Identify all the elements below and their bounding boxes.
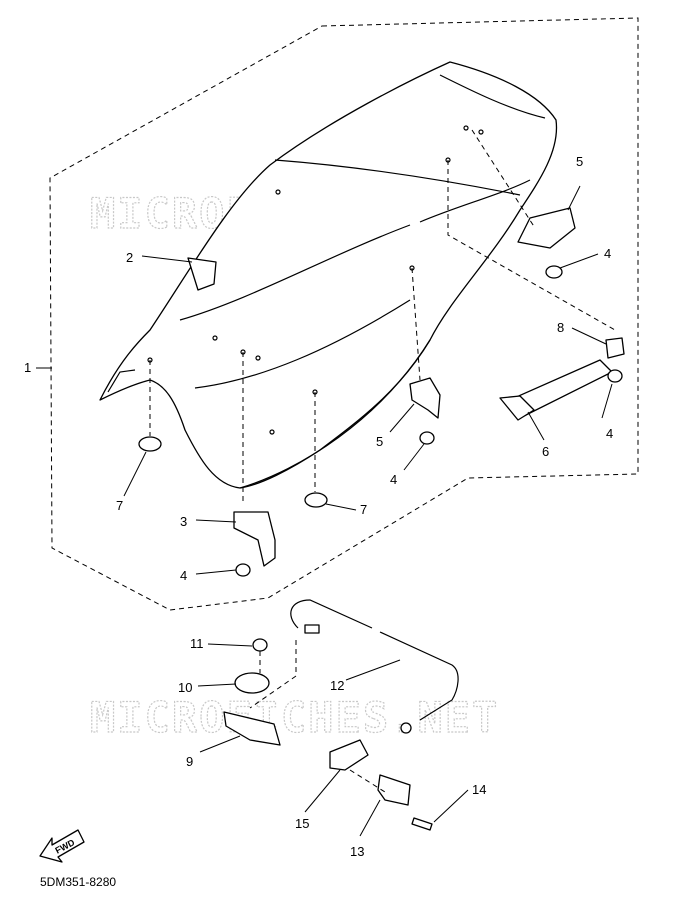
callout-6: 6	[542, 444, 549, 459]
callout-10: 10	[178, 680, 192, 695]
callout-4: 4	[606, 426, 613, 441]
part-14-bolt	[411, 817, 433, 831]
callout-4: 4	[604, 246, 611, 261]
part-5-bracket-rear	[517, 207, 576, 249]
assembly-boundary	[49, 17, 639, 611]
callout-3: 3	[180, 514, 187, 529]
leader-lines	[36, 185, 613, 837]
part-3-bracket	[233, 511, 276, 567]
callout-7: 7	[360, 502, 367, 517]
callout-2: 2	[126, 250, 133, 265]
part-10-plate	[234, 672, 270, 694]
part-7-grommets	[138, 436, 328, 508]
callout-15: 15	[295, 816, 309, 831]
part-13-lever	[377, 774, 411, 806]
callout-8: 8	[557, 320, 564, 335]
part-15-bracket	[329, 739, 369, 771]
fwd-arrow-icon: FWD	[39, 829, 85, 863]
part-8-clip	[605, 337, 625, 359]
callout-13: 13	[350, 844, 364, 859]
callout-7: 7	[116, 498, 123, 513]
part-12-cable	[290, 599, 459, 734]
diagram-code: 5DM351-8280	[40, 875, 116, 889]
callout-4: 4	[180, 568, 187, 583]
callout-11: 11	[190, 636, 204, 651]
callout-5: 5	[576, 154, 583, 169]
part-9-lock	[223, 711, 281, 746]
callout-5: 5	[376, 434, 383, 449]
seat	[99, 61, 558, 489]
part-2-clip	[187, 257, 217, 291]
callout-14: 14	[472, 782, 486, 797]
watermark-bottom: MICROFICHES.NET	[90, 693, 499, 742]
part-5-bracket-mid	[409, 377, 441, 419]
callout-4: 4	[390, 472, 397, 487]
part-11-nut	[252, 638, 268, 652]
callout-1: 1	[24, 360, 31, 375]
callout-12: 12	[330, 678, 344, 693]
callout-9: 9	[186, 754, 193, 769]
part-4-nuts	[235, 265, 623, 577]
